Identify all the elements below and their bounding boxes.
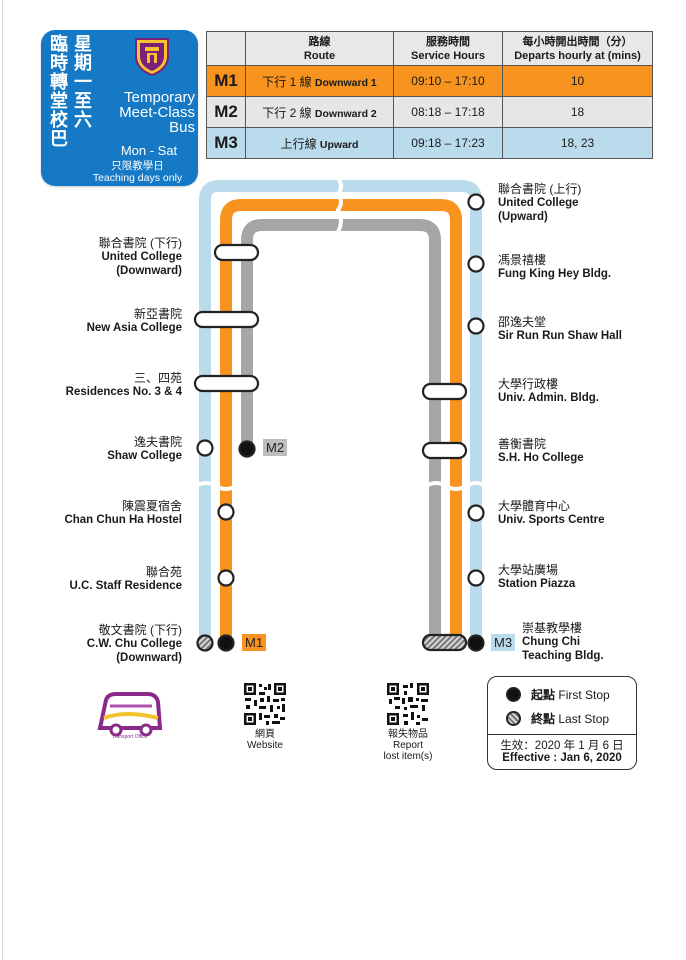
- departs-hourly: 18, 23: [502, 127, 653, 159]
- line-break-right: [424, 481, 488, 491]
- teaching-days-note: 只限教學日 Teaching days only: [92, 160, 183, 184]
- stop-marker-new-asia: [193, 310, 260, 329]
- stop-marker-united-college-down: [213, 243, 260, 262]
- route-name: 下行 2 線 Downward 2: [245, 96, 394, 128]
- stop-marker-shaw: [196, 439, 214, 457]
- route-tag-m2: M2: [263, 439, 288, 456]
- table-header-code: [206, 31, 246, 66]
- stop-marker-chung-chi-last: [421, 633, 468, 652]
- stop-marker-sh-ho: [421, 441, 468, 460]
- stop-label-united-college-down: 聯合書院 (下行)United College(Downward): [98, 236, 182, 277]
- title-zh-vertical: 臨時轉堂校巴: [47, 34, 68, 148]
- stop-marker-sports-centre: [467, 504, 485, 522]
- stop-label-cw-chu: 敬文書院 (下行)C.W. Chu College(Downward): [86, 623, 182, 664]
- stop-marker-m2-first: [238, 440, 256, 458]
- route-tag-m1: M1: [242, 634, 267, 651]
- stop-marker-chan-chun-ha: [217, 503, 235, 521]
- qr-code-website-icon[interactable]: [243, 682, 287, 726]
- stop-marker-station-piazza: [467, 569, 485, 587]
- header-card: 臨時轉堂校巴 星期一至六 Temporary Meet-Class Bus Mo…: [41, 30, 198, 186]
- stop-marker-residences: [193, 374, 260, 393]
- route-line-m1: [220, 199, 462, 644]
- stop-marker-admin: [421, 382, 468, 401]
- stop-marker-cw-chu-last: [196, 634, 214, 652]
- route-line-m2: [241, 219, 441, 644]
- qr-code-report-lost-icon[interactable]: [386, 682, 430, 726]
- cuhk-crest-icon: [135, 38, 169, 76]
- last-stop-dot-icon: [506, 711, 521, 726]
- route-name: 下行 1 線 Downward 1: [245, 65, 394, 97]
- first-stop-dot-icon: [506, 687, 521, 702]
- legend-first-stop: 起點 First Stop: [506, 686, 610, 703]
- route-name: 上行線 Upward: [245, 127, 394, 159]
- route-tag-m3: M3: [491, 634, 516, 651]
- transport-office-logo-icon: [97, 692, 163, 737]
- stop-marker-m1-first: [217, 634, 235, 652]
- days-zh-vertical: 星期一至六: [71, 34, 92, 129]
- transport-office-logo-text: Transport Office: [112, 734, 148, 740]
- departs-hourly: 10: [502, 65, 653, 97]
- days-en: Mon - Sat: [120, 143, 178, 158]
- table-row-m1: M1 下行 1 線 Downward 1 09:10 – 17:10 10: [206, 65, 653, 97]
- effective-date-en: Effective : Jan 6, 2020: [502, 752, 622, 764]
- stop-marker-uc-staff: [217, 569, 235, 587]
- legend-divider: [488, 734, 636, 735]
- line-break-top: [335, 176, 343, 233]
- title-en: Temporary Meet-Class Bus: [119, 89, 195, 136]
- legend-last-stop: 終點 Last Stop: [506, 710, 609, 727]
- stop-marker-m3-first: [467, 634, 485, 652]
- line-break-left: [194, 481, 238, 491]
- page-edge: [2, 0, 3, 960]
- legend: 起點 First Stop 終點 Last Stop 生效：2020 年 1 月…: [487, 676, 637, 770]
- route-code: M3: [206, 127, 246, 159]
- table-row-m3: M3 上行線 Upward 09:18 – 17:23 18, 23: [206, 127, 653, 159]
- stop-marker-shaw-hall: [467, 317, 485, 335]
- stop-label-united-college-up: 聯合書院 (上行)United College(Upward): [498, 182, 582, 223]
- service-hours: 09:18 – 17:23: [393, 127, 503, 159]
- stop-marker-fung-king-hey: [467, 255, 485, 273]
- effective-date-zh: 生效：2020 年 1 月 6 日: [500, 740, 624, 752]
- route-code: M1: [206, 65, 246, 97]
- stop-marker-united-college-up: [467, 193, 485, 211]
- table-header-departs: 每小時開出時間（分）Departs hourly at (mins): [502, 31, 653, 66]
- service-hours: 09:10 – 17:10: [393, 65, 503, 97]
